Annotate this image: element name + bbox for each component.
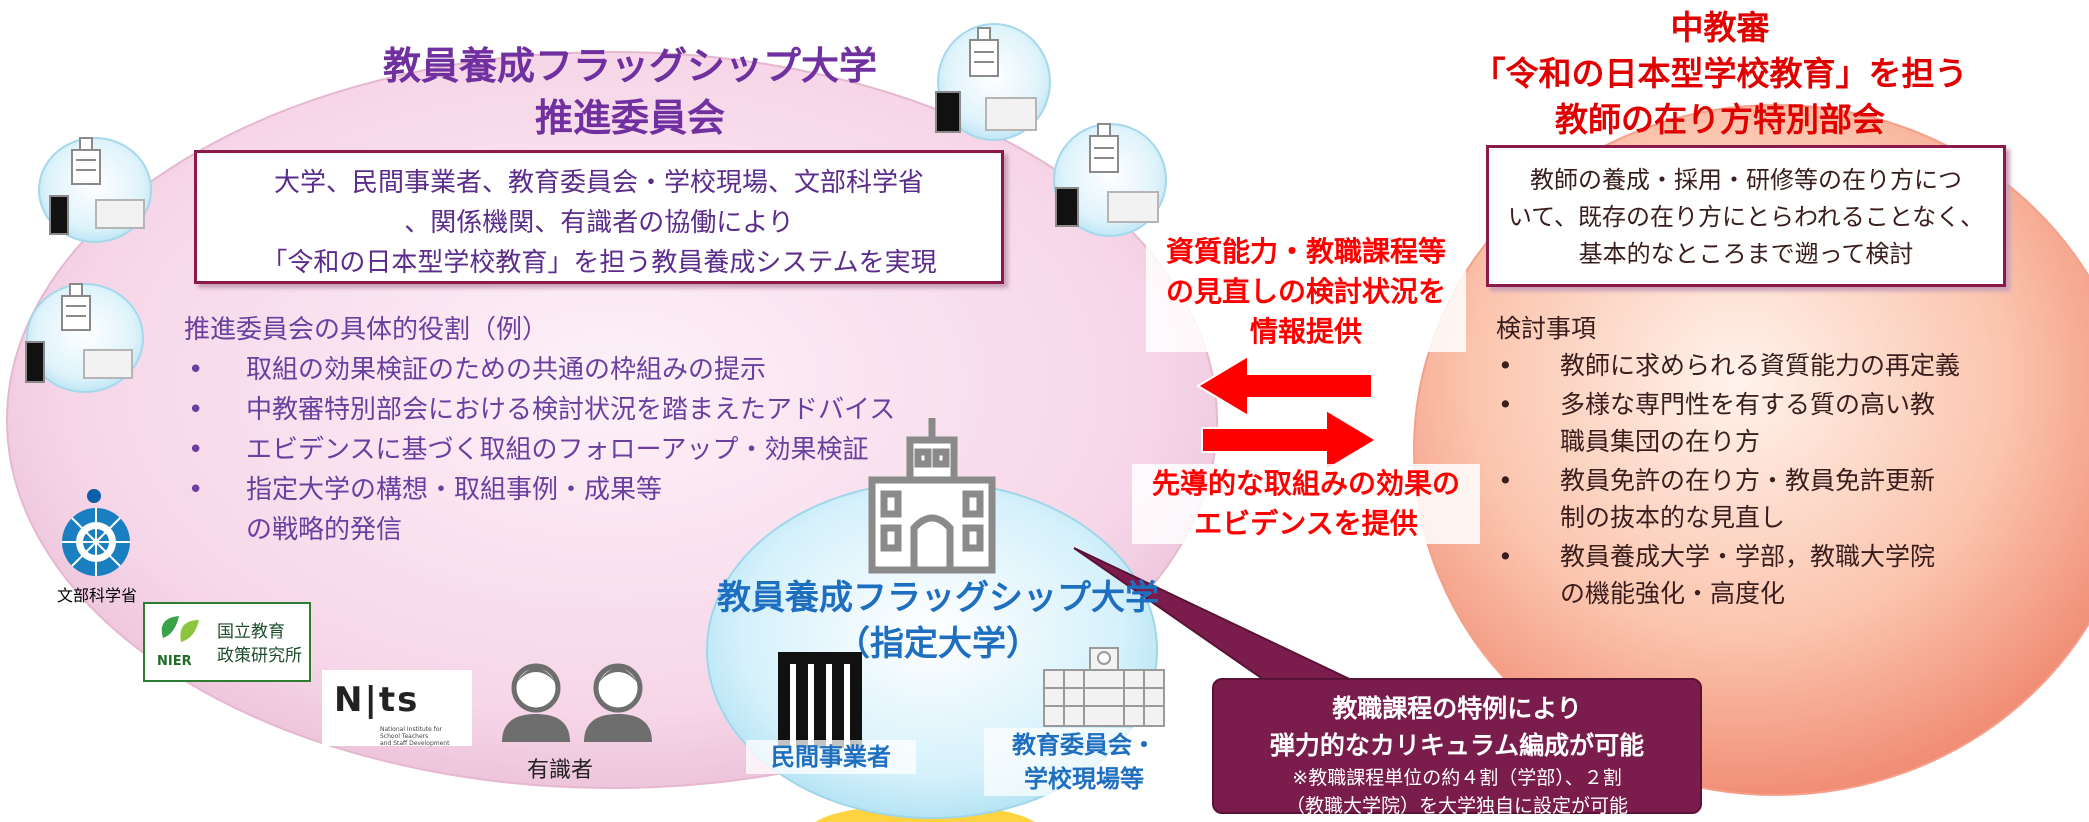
council-title-line3: 教師の在り方特別部会 [1555, 100, 1885, 139]
council-item: 教員免許の在り方・教員免許更新 制の抜本的な見直し [1496, 462, 2036, 536]
nits-logo-sub-line2: School Teachers [380, 733, 429, 740]
univ-icon-4 [1055, 123, 1159, 227]
council-items-heading: 検討事項 [1496, 314, 1597, 343]
callout-line1: 教職課程の特例により [1332, 694, 1582, 723]
committee-summary-box: 大学、民間事業者、教育委員会・学校現場、文部科学省 、関係機関、有識者の協働によ… [194, 150, 1004, 284]
experts-icon [502, 663, 652, 742]
evidence-provision-text: 先導的な取組みの効果の エビデンスを提供 [1132, 464, 1480, 544]
nits-logo-text: N|ts [334, 680, 420, 720]
univ-icon-1 [49, 137, 145, 235]
council-item-line1: 多様な専門性を有する質の高い教 [1560, 390, 1936, 419]
experts-label: 有識者 [526, 758, 593, 783]
council-title-line2: 「令和の日本型学校教育」を担う [1472, 54, 1968, 93]
council-item-line2: 職員集団の在り方 [1560, 427, 1761, 456]
council-item: 教師に求められる資質能力の再定義 [1496, 347, 2036, 384]
evidence-provision-line2: エビデンスを提供 [1194, 507, 1418, 540]
committee-title-line1: 教員養成フラッグシップ大学 [382, 44, 877, 88]
info-provision-line3: 情報提供 [1249, 315, 1362, 348]
mext-logo: 文部科学省 [52, 488, 142, 606]
evidence-provision-line1: 先導的な取組みの効果の [1151, 467, 1460, 500]
callout-line2: 弾力的なカリキュラム編成が可能 [1269, 731, 1645, 760]
callout-note-line2: （教職大学院）を大学独自に設定が可能 [1285, 795, 1628, 817]
info-provision-line2: の見直しの検討状況を [1165, 275, 1446, 308]
council-item: 多様な専門性を有する質の高い教 職員集団の在り方 [1496, 386, 2036, 460]
info-provision-line1: 資質能力・教職課程等 [1165, 235, 1446, 268]
committee-title-line2: 推進委員会 [534, 96, 725, 140]
univ-icon-2 [25, 283, 133, 383]
nits-logo: N|ts National Institute for School Teach… [322, 670, 472, 747]
nier-logo-ja: 国立教育 政策研究所 [217, 620, 302, 668]
callout-note-line1: ※教職課程単位の約４割（学部）、２割 [1292, 767, 1622, 789]
flagship-title-line2: （指定大学） [836, 624, 1040, 664]
council-item-line2: 制の抜本的な見直し [1560, 503, 1786, 532]
nier-logo-ja-line2: 政策研究所 [217, 646, 302, 666]
committee-summary-line2: 、関係機関、有識者の協働により [404, 208, 794, 238]
nier-logo-en: NIER [157, 654, 192, 669]
committee-roles: 推進委員会の具体的役割（例） 取組の効果検証のための共通の枠組みの提示 中教審特… [184, 310, 974, 550]
role-item: 中教審特別部会における検討状況を踏まえたアドバイス [184, 390, 974, 430]
council-summary-box: 教師の養成・採用・研修等の在り方につ いて、既存の在り方にとらわれることなく、 … [1486, 145, 2006, 287]
council-summary-line2: いて、既存の在り方にとらわれることなく、 [1507, 203, 1985, 231]
council-item: 教員養成大学・学部，教職大学院 の機能強化・高度化 [1496, 538, 2036, 612]
role-item-continuation: の戦略的発信 [246, 515, 403, 545]
curriculum-callout: 教職課程の特例により 弾力的なカリキュラム編成が可能 ※教職課程単位の約４割（学… [1212, 678, 1702, 817]
info-provision-text: 資質能力・教職課程等 の見直しの検討状況を 情報提供 [1146, 232, 1466, 352]
council-item-line1: 教師に求められる資質能力の再定義 [1560, 351, 1961, 380]
council-item-line1: 教員免許の在り方・教員免許更新 [1560, 466, 1936, 495]
nits-logo-sub-line1: National Institute for [380, 726, 442, 733]
school-building-icon [1043, 647, 1165, 727]
council-summary-line3: 基本的なところまで遡って検討 [1578, 240, 1914, 268]
nier-logo: NIER 国立教育 政策研究所 [143, 602, 311, 682]
arrow-left-icon [1196, 354, 1373, 418]
private-companies-label: 民間事業者 [746, 740, 916, 774]
boards-schools-line1: 教育委員会・ [1012, 731, 1156, 759]
council-items: 検討事項 教師に求められる資質能力の再定義 多様な専門性を有する質の高い教 職員… [1496, 310, 2036, 614]
boards-schools-label: 教育委員会・ 学校現場等 [984, 728, 1184, 796]
boards-schools-line2: 学校現場等 [1024, 765, 1144, 793]
role-item: エビデンスに基づく取組のフォローアップ・効果検証 [184, 430, 974, 470]
nits-logo-sub: National Institute for School Teachers a… [380, 726, 449, 747]
flagship-title-line1: 教員養成フラッグシップ大学 [717, 578, 1159, 618]
flagship-title: 教員養成フラッグシップ大学 （指定大学） [708, 575, 1168, 667]
committee-title: 教員養成フラッグシップ大学 推進委員会 [330, 40, 930, 144]
arrow-right-icon [1201, 408, 1378, 472]
council-item-line2: の機能強化・高度化 [1560, 579, 1786, 608]
council-summary-line1: 教師の養成・採用・研修等の在り方につ [1530, 166, 1962, 194]
nier-leaf-icon [161, 616, 199, 642]
council-title: 中教審 「令和の日本型学校教育」を担う 教師の在り方特別部会 [1420, 5, 2020, 143]
mext-logo-text: 文部科学省 [56, 586, 137, 605]
mext-emblem [62, 489, 130, 576]
roles-heading: 推進委員会の具体的役割（例） [184, 315, 549, 345]
council-title-line1: 中教審 [1670, 8, 1770, 47]
nits-logo-sub-line3: and Staff Development [380, 740, 450, 747]
univ-icon-3 [935, 27, 1037, 133]
company-building-icon [778, 652, 862, 748]
committee-summary-line3: 「令和の日本型学校教育」を担う教員養成システムを実現 [261, 248, 937, 278]
role-item: 取組の効果検証のための共通の枠組みの提示 [184, 350, 974, 390]
committee-summary-line1: 大学、民間事業者、教育委員会・学校現場、文部科学省 [273, 168, 924, 198]
nier-logo-ja-line1: 国立教育 [217, 622, 285, 642]
role-item: 指定大学の構想・取組事例・成果等 [184, 470, 974, 510]
council-item-line1: 教員養成大学・学部，教職大学院 [1560, 542, 1936, 571]
